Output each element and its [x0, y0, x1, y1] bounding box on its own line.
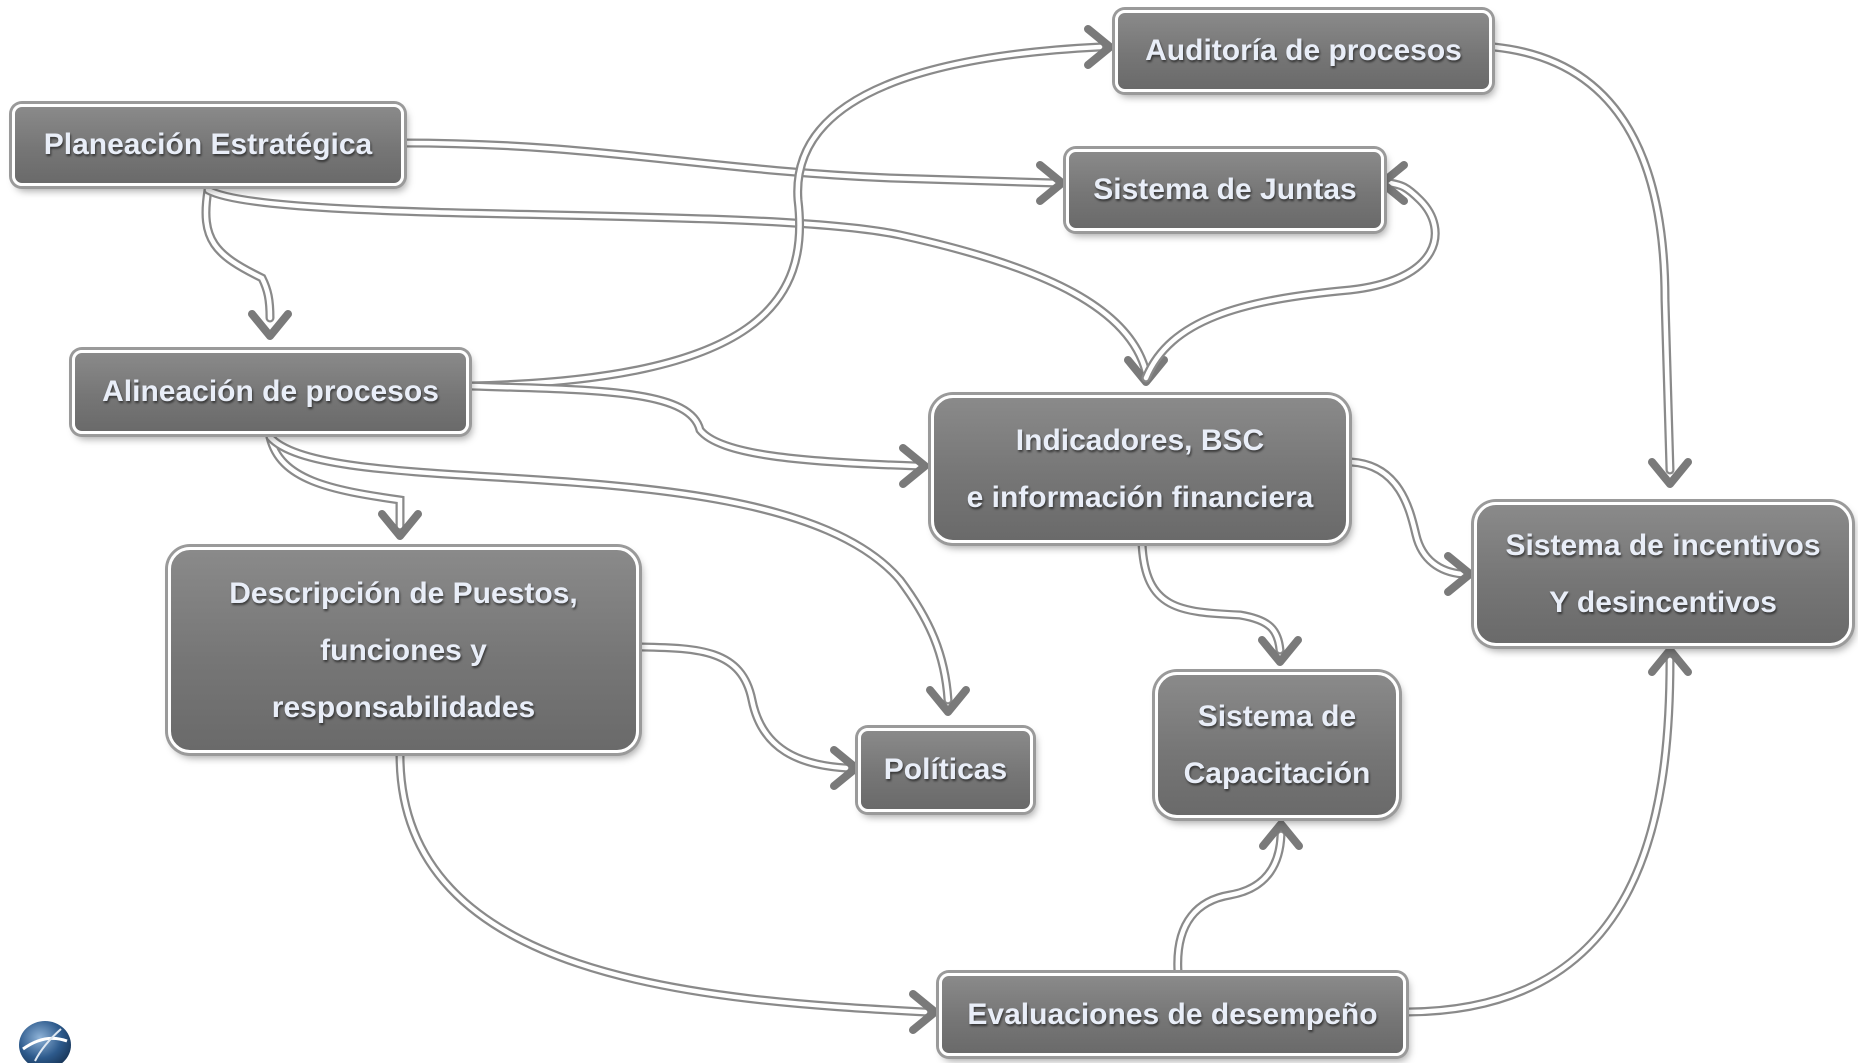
- node-evaluaciones-de-desempeno: Evaluaciones de desempeño: [939, 973, 1406, 1056]
- arrowhead: [899, 444, 929, 488]
- node-indicadores-bsc: Indicadores, BSC e información financier…: [931, 395, 1349, 543]
- node-label: Políticas: [883, 753, 1008, 786]
- arrow-alineacion-to-descripcion: [265, 432, 422, 540]
- arrowhead: [830, 746, 860, 790]
- node-label-line-2: Y desincentivos: [1549, 586, 1777, 619]
- node-label: Evaluaciones de desempeño: [967, 997, 1378, 1031]
- node-sistema-de-juntas: Sistema de Juntas: [1066, 149, 1384, 231]
- arrow-auditoria-to-incentivos: [1489, 42, 1692, 488]
- node-politicas: Políticas: [858, 728, 1033, 812]
- arrowhead: [926, 686, 970, 716]
- node-sistema-de-incentivos: Sistema de incentivos Y desincentivos: [1474, 502, 1852, 646]
- arrow-descripcion-to-politicas: [636, 642, 860, 790]
- node-label-line-1: Indicadores, BSC: [1015, 424, 1265, 457]
- node-sistema-de-capacitacion: Sistema de Capacitación: [1155, 672, 1399, 818]
- node-label: Alineación de procesos: [102, 375, 439, 408]
- node-label-line-1: Descripción de Puestos,: [229, 576, 578, 610]
- node-label-line-2: Capacitación: [1183, 757, 1371, 790]
- node-label: Sistema de Juntas: [1093, 173, 1357, 206]
- arrowhead: [1648, 458, 1692, 488]
- arrowhead: [1258, 636, 1302, 666]
- node-label: Auditoría de procesos: [1145, 34, 1462, 67]
- arrowhead: [1648, 646, 1692, 676]
- arrowhead: [248, 310, 292, 340]
- arrow-planeacion-to-alineacion: [201, 185, 292, 340]
- node-label-line-1: Sistema de incentivos: [1505, 529, 1821, 562]
- node-label-line-2: funciones y: [320, 633, 487, 667]
- node-planeacion-estrategica: Planeación Estratégica: [12, 104, 404, 186]
- arrow-descripcion-to-evaluaciones: [395, 750, 939, 1034]
- arrow-evaluaciones-to-incentivos: [1403, 646, 1692, 1017]
- arrow-planeacion-to-juntas: [397, 138, 1066, 205]
- arrow-alineacion-to-auditoria: [464, 25, 1114, 391]
- arrow-indicadores-to-capacitacion: [1137, 538, 1302, 666]
- arrow-evaluaciones-to-capacitacion: [1173, 820, 1303, 977]
- node-label-line-1: Sistema de: [1197, 700, 1357, 733]
- arrowhead: [1444, 552, 1474, 596]
- edges-layer: [201, 25, 1692, 1034]
- arrow-alineacion-to-indicadores: [464, 381, 929, 488]
- arrowhead: [1036, 161, 1066, 205]
- arrowhead: [909, 990, 939, 1034]
- node-label: Planeación Estratégica: [43, 128, 373, 161]
- node-auditoria-de-procesos: Auditoría de procesos: [1115, 10, 1492, 92]
- arrow-alineacion-to-politicas: [265, 432, 970, 716]
- node-label-line-3: responsabilidades: [271, 690, 536, 724]
- arrowhead: [1084, 25, 1114, 69]
- node-label-line-2: e información financiera: [966, 481, 1314, 514]
- arrowhead: [378, 510, 422, 540]
- node-alineacion-de-procesos: Alineación de procesos: [72, 350, 469, 434]
- node-descripcion-de-puestos: Descripción de Puestos, funciones y resp…: [168, 547, 639, 753]
- arrowhead: [1259, 820, 1303, 850]
- arrow-indicadores-to-incentivos: [1346, 457, 1474, 596]
- globe-logo-icon: [19, 1021, 71, 1063]
